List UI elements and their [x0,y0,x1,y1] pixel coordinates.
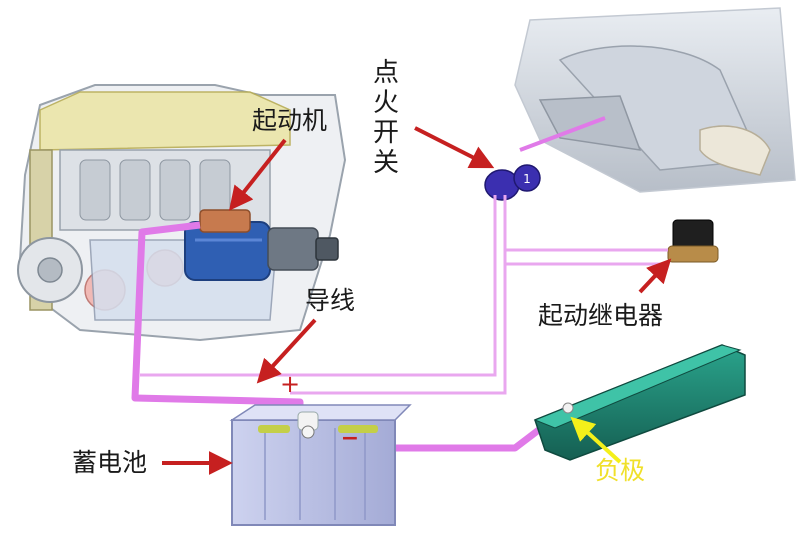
negative-label: 负极 [595,456,646,485]
relay-label: 起动继电器 [538,301,664,330]
frame-rail-illustration [533,344,746,461]
ignition-switch-char: 火 [372,88,399,118]
starter-label: 起动机 [252,106,328,135]
battery-illustration [229,404,412,526]
ignition-switch-char: 点 [372,58,399,88]
pointer-arrows [162,126,672,475]
battery-label: 蓄电池 [72,448,148,477]
negative-arrow [570,416,622,464]
car-interior-illustration [514,7,796,193]
svg-text:1: 1 [523,172,531,186]
ignition-switch-char: 关 [372,148,399,178]
starter-arrow [229,138,287,211]
ignition-switch-label: 点 火 开 关 [371,58,401,178]
ignition-switch-char: 开 [372,118,399,148]
ignition-switch-illustration: 1 [484,164,541,201]
ignition-arrow [414,126,495,169]
minus-sign: − [341,426,359,451]
starter-relay-illustration [667,219,719,263]
relay-arrow [638,258,672,294]
starter-motor-illustration [184,209,339,281]
wire-arrow [256,318,317,384]
wire-label: 导线 [305,286,356,315]
plus-sign: + [280,370,300,398]
